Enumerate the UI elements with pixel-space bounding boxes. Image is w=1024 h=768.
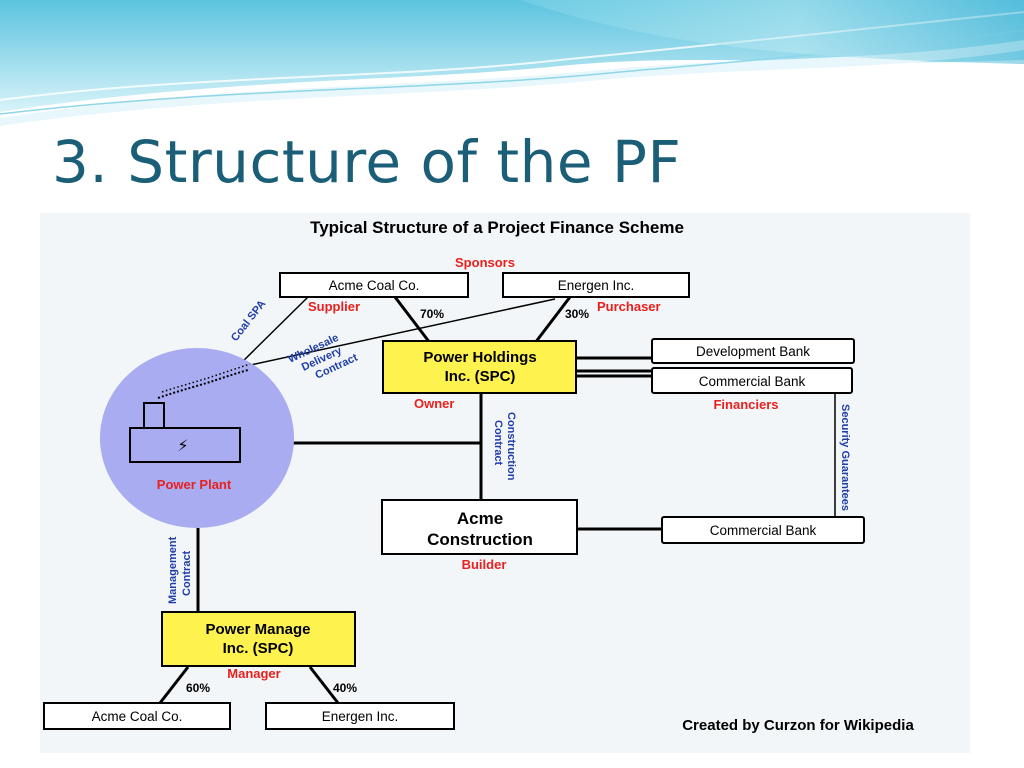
spc-name-line2: Inc. (SPC)	[445, 368, 516, 385]
supplier-to-spc-line	[393, 296, 432, 344]
power-plant-label: Power Plant	[157, 477, 232, 492]
manager-label: Manager	[227, 666, 280, 681]
sponsor-acme-coal-name: Acme Coal Co.	[329, 278, 420, 293]
construction-line1: Construction	[505, 412, 517, 481]
builder-name-line1: Acme	[457, 509, 503, 528]
sponsors-label: Sponsors	[455, 255, 515, 270]
manager-left-owner-line	[158, 666, 190, 704]
manager-right-owner-line	[308, 666, 340, 704]
financiers-label: Financiers	[713, 397, 778, 412]
power-plant: ⚡ Power Plant	[100, 348, 294, 528]
acme-construction-box: Acme Construction	[381, 499, 578, 555]
supplier-label: Supplier	[308, 299, 360, 314]
slide-title: 3. Structure of the PF	[52, 128, 682, 196]
coal-spa-label: Coal SPA	[229, 298, 268, 344]
factory-icon: ⚡	[129, 363, 251, 463]
manager-right-share: 40%	[333, 681, 357, 695]
commercial-bank-top-box: Commercial Bank	[651, 367, 853, 394]
manager-owner-energen-name: Energen Inc.	[322, 709, 399, 724]
lightning-icon: ⚡	[177, 436, 188, 455]
builder-label: Builder	[462, 557, 507, 572]
development-bank-name: Development Bank	[696, 344, 810, 359]
power-manage-spc-box: Power Manage Inc. (SPC)	[161, 611, 356, 667]
manager-name-line1: Power Manage	[205, 621, 310, 638]
commercial-bank-bottom-name: Commercial Bank	[710, 523, 817, 538]
security-guarantees-label: Security Guarantees	[839, 404, 851, 511]
management-line1: Management	[167, 536, 179, 604]
purchaser-label: Purchaser	[597, 299, 661, 314]
wholesale-contract-line	[245, 298, 556, 367]
management-line2: Contract	[181, 550, 193, 596]
manager-left-share: 60%	[186, 681, 210, 695]
commercial-bank-top-name: Commercial Bank	[699, 374, 806, 389]
manager-owner-acme-coal-box: Acme Coal Co.	[43, 702, 231, 730]
purchaser-to-spc-line	[533, 296, 572, 344]
supplier-share: 70%	[420, 307, 444, 321]
power-plant-circle	[100, 348, 294, 528]
wholesale-contract-label: Wholesale Delivery Contract	[286, 332, 360, 382]
management-contract-label: Management Contract	[167, 536, 193, 604]
commercial-bank-bottom-box: Commercial Bank	[661, 516, 865, 544]
project-finance-diagram: Typical Structure of a Project Finance S…	[43, 218, 914, 734]
construction-line2: Contract	[492, 420, 504, 466]
development-bank-box: Development Bank	[651, 338, 855, 364]
manager-name-line2: Inc. (SPC)	[223, 640, 294, 657]
diagram-panel: Typical Structure of a Project Finance S…	[40, 213, 970, 753]
manager-owner-acme-coal-name: Acme Coal Co.	[92, 709, 183, 724]
power-holdings-spc-box: Power Holdings Inc. (SPC)	[382, 340, 577, 394]
credit-text: Created by Curzon for Wikipedia	[682, 717, 914, 734]
sponsor-acme-coal-box: Acme Coal Co.	[279, 272, 469, 298]
sponsor-energen-name: Energen Inc.	[558, 278, 635, 293]
coal-spa-line	[235, 296, 309, 369]
sponsor-energen-box: Energen Inc.	[502, 272, 690, 298]
owner-label: Owner	[414, 396, 454, 411]
purchaser-share: 30%	[565, 307, 589, 321]
manager-owner-energen-box: Energen Inc.	[265, 702, 455, 730]
header-wave-decoration	[0, 0, 1024, 126]
construction-contract-label: Construction Contract	[492, 412, 517, 481]
builder-name-line2: Construction	[427, 530, 533, 549]
connector-lines	[158, 296, 836, 704]
diagram-heading: Typical Structure of a Project Finance S…	[310, 218, 684, 237]
spc-name-line1: Power Holdings	[423, 349, 536, 366]
